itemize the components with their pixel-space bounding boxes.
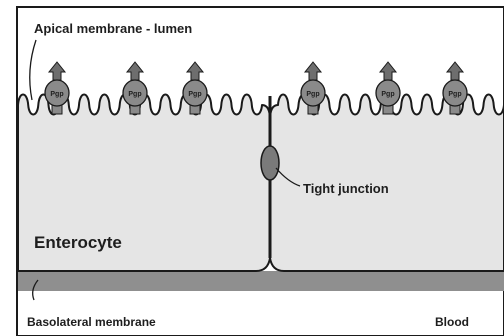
enterocyte-label: Enterocyte <box>34 233 122 252</box>
pgp-label: Pgp <box>128 91 141 98</box>
pgp-label: Pgp <box>448 91 461 98</box>
pgp-label: Pgp <box>50 91 63 98</box>
pgp-label: Pgp <box>306 91 319 98</box>
pgp-label: Pgp <box>381 91 394 98</box>
basolateral-band <box>18 271 504 291</box>
tight-junction-label: Tight junction <box>303 181 389 196</box>
blood-label: Blood <box>435 315 469 329</box>
tight-junction-marker <box>261 146 279 180</box>
basolateral-membrane-label: Basolateral membrane <box>27 315 156 329</box>
pgp-label: Pgp <box>188 91 201 98</box>
apical-membrane-label: Apical membrane - lumen <box>34 21 192 36</box>
